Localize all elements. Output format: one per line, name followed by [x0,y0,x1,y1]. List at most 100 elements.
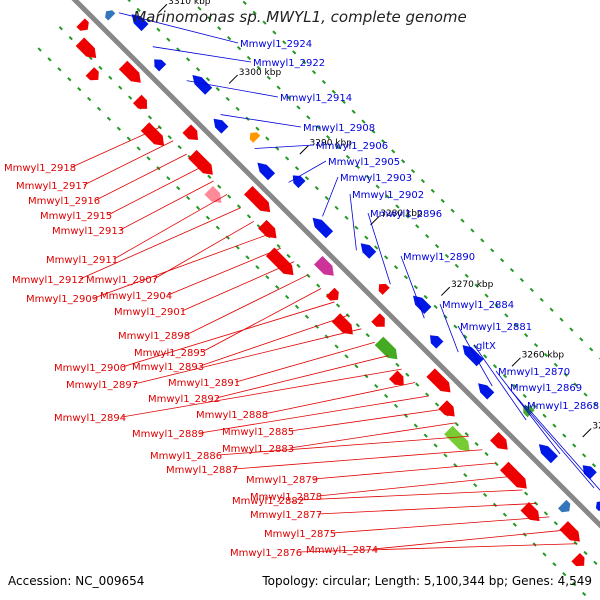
tick-dot [306,115,311,120]
reverse-gene-label: Mmwyl1_2890 [403,252,475,263]
forward-leader-line [167,247,281,296]
reverse-leader-line [288,160,327,183]
reverse-gene [360,243,377,259]
tick-dot [316,125,321,130]
tick-dot [542,552,547,557]
tick-dot [391,149,396,154]
scale-tick [370,216,380,226]
tick-dot [136,7,141,13]
tick-dot [252,10,257,15]
scale-label: 3310 kbp [168,0,211,7]
reverse-gene [430,335,444,349]
tick-dot [334,344,339,349]
tick-dot [581,453,587,458]
tick-dot [296,105,301,110]
scale-label: 3250 kbp [592,421,600,431]
tick-dot [186,57,191,62]
tick-dot [423,294,428,300]
forward-gene-label: Mmwyl1_2886 [150,451,222,462]
forward-leader-line [133,328,362,385]
tick-dot [285,156,290,161]
tick-dot [272,30,277,35]
tick-dot [572,581,577,587]
tick-dot [205,77,211,82]
tick-dot [553,362,558,367]
reverse-gene-label: Mmwyl1_2905 [328,157,400,168]
tick-dot [207,16,212,21]
forward-gene-label: Mmwyl1_2900 [54,363,126,374]
tick-dot [116,126,121,131]
tick-dot [460,218,465,223]
tick-dot [384,255,389,260]
reverse-gene [595,501,600,512]
tick-dot [371,129,376,134]
forward-gene [331,313,353,335]
forward-gene [140,122,165,146]
forward-gene-label: Mmwyl1_2918 [4,163,76,174]
tick-dot [581,591,587,597]
tick-dot [374,383,379,389]
forward-gene-label: Mmwyl1_2907 [86,275,158,286]
tick-dot [532,403,537,409]
tick-dot [276,243,281,249]
tick-dot [413,284,418,290]
tick-dot [215,225,220,230]
forward-leader-line [95,153,187,201]
reverse-leader-line [473,344,527,421]
tick-dot [573,540,578,546]
tick-dot [354,364,359,369]
forward-gene-label: Mmwyl1_2891 [168,378,240,389]
tick-dot [236,45,242,51]
reverse-gene-label: Mmwyl1_2868 [527,401,599,412]
tick-dot [256,65,261,71]
tick-dot [242,0,247,5]
reverse-leader-line [457,325,493,387]
tick-dot [524,333,529,338]
forward-leader-line [373,529,563,550]
tick-dot [37,47,42,52]
tick-dot [415,382,420,387]
accession-text: Accession: NC_009654 [8,574,145,588]
forward-gene-label: Mmwyl1_2877 [250,510,322,521]
tick-dot [519,277,525,283]
tick-dot [235,106,240,112]
tick-dot [361,119,366,124]
forward-gene-label: Mmwyl1_2889 [132,429,204,440]
tick-dot [282,40,287,45]
tick-dot [246,214,252,219]
genome-backbone [71,0,600,529]
tick-dot [549,307,554,312]
tick-dot [108,75,113,80]
tick-dot [355,323,360,328]
tick-dot [227,194,232,199]
tick-dot [559,317,564,322]
tick-dot [444,253,450,259]
tick-dot [156,27,161,32]
tick-dot [166,37,171,42]
forward-leader-line [297,543,577,553]
tick-dot [255,126,260,131]
tick-dot [405,372,410,377]
forward-gene-label: Mmwyl1_2913 [52,226,124,237]
tick-dot [483,492,488,498]
forward-leader-line [317,503,537,515]
tick-dot [364,235,369,240]
tick-dot [504,313,509,318]
reverse-gene [378,283,390,295]
tick-dot [454,422,459,427]
forward-gene [314,256,334,276]
scale-label: 3290 kbp [310,138,353,148]
tick-dot [405,214,410,219]
forward-gene [133,94,148,109]
forward-gene [188,149,213,175]
forward-leader-line [153,220,255,280]
forward-leader-line [185,274,308,336]
tick-dot [563,372,568,377]
forward-leader-line [313,462,496,480]
forward-gene [490,432,508,450]
forward-leader-line [93,234,268,299]
forward-leader-line [181,261,295,312]
tick-dot [345,154,351,160]
genome-summary-text: Topology: circular; Length: 5,100,344 bp… [262,574,592,588]
tick-dot [572,443,577,448]
